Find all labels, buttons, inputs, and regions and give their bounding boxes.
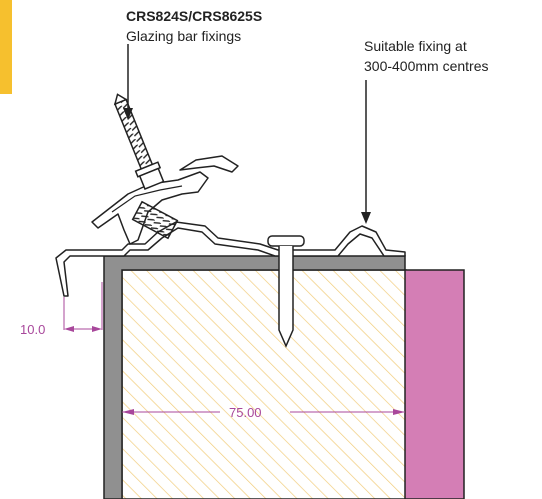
dimension-offset: 10.0 [20, 282, 103, 337]
leader-left-arrow [123, 44, 133, 120]
cladding-panel [404, 269, 465, 499]
glazing-bar-clip-right [179, 155, 239, 173]
dimension-width-label: 75.00 [229, 405, 262, 420]
fixing-note-line2: 300-400mm centres [364, 58, 489, 74]
cap-flashing [55, 221, 406, 297]
glazing-bar-screw [113, 93, 165, 190]
fixing-description-label: Glazing bar fixings [126, 28, 242, 44]
leader-right-arrow [361, 80, 371, 224]
dimension-offset-label: 10.0 [20, 322, 45, 337]
gasket-block [131, 200, 179, 240]
glazing-bar-clip-inner [111, 185, 183, 213]
fixing-screw [267, 235, 305, 348]
fixing-code-label: CRS824S/CRS8625S [126, 8, 263, 24]
accent-bar [0, 0, 12, 94]
timber-section [121, 269, 407, 499]
fixing-note-line1: Suitable fixing at [364, 38, 467, 54]
dimension-width: 75.00 [122, 405, 405, 420]
